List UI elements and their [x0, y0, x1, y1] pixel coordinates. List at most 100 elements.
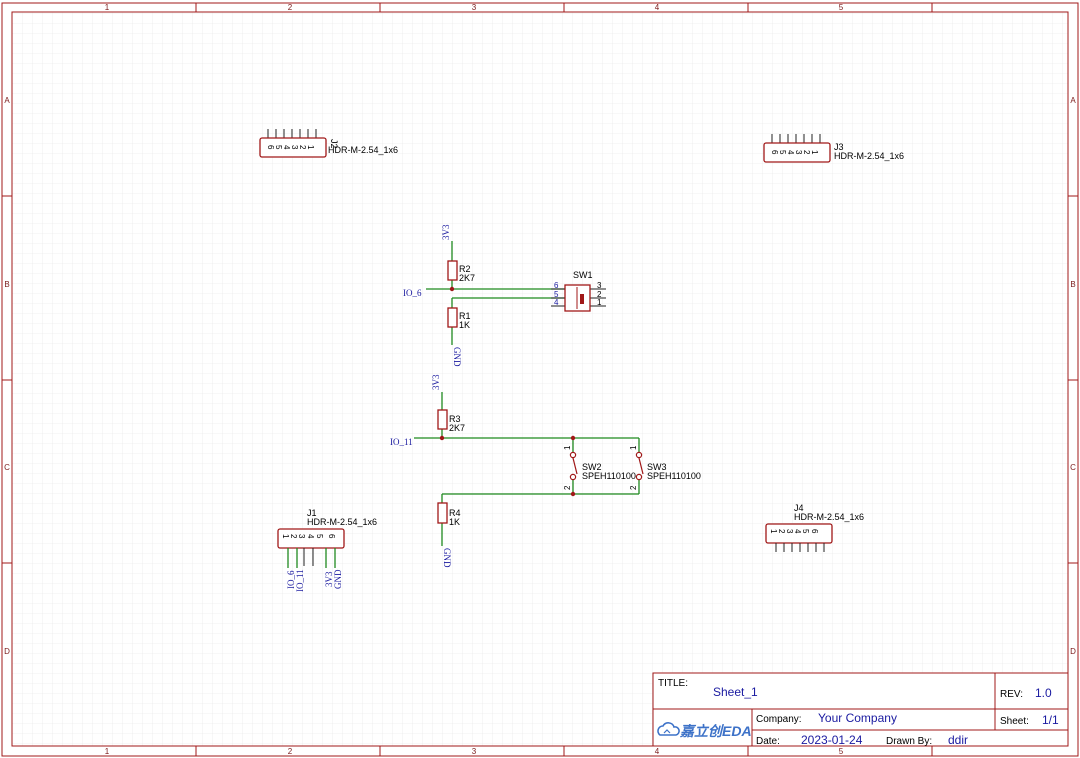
j3-pin-2: 2 — [802, 150, 811, 155]
j2-pin-4: 4 — [282, 145, 291, 150]
date-value: 2023-01-24 — [801, 733, 863, 747]
grid-background — [12, 12, 1068, 746]
j2-ref: J2 — [329, 139, 339, 149]
rev-label: REV: — [1000, 689, 1023, 700]
net-label-r3-3v3: 3V3 — [431, 374, 441, 390]
col-label-4: 4 — [655, 3, 660, 12]
r1-ref: R1 — [459, 311, 471, 321]
r2-ref: R2 — [459, 264, 471, 274]
net-label-r2-3v3: 3V3 — [441, 224, 451, 240]
switch-sw2[interactable]: 1 2 SW2 SPEH110100 — [563, 445, 636, 490]
j4-ref: J4 — [794, 503, 804, 513]
sw2-value: SPEH110100 — [582, 471, 636, 481]
row-label-a-right: A — [1070, 96, 1076, 105]
j2-pin-1: 1 — [306, 145, 315, 150]
company-label: Company: — [756, 714, 802, 725]
row-label-b-right: B — [1070, 280, 1075, 289]
sw2-pin-1: 1 — [563, 445, 572, 450]
switch-sw1[interactable]: SW1 6 5 4 3 2 1 — [551, 270, 606, 312]
resistor-r2[interactable]: R2 2K7 — [447, 260, 475, 283]
sw3-value: SPEH110100 — [647, 471, 701, 481]
sw1-pin-5: 5 — [554, 290, 559, 299]
junction-sw2-top — [570, 435, 576, 441]
net-label-io6: IO_6 — [403, 288, 422, 298]
net-label-r4-gnd: GND — [442, 548, 452, 568]
r3-value: 2K7 — [449, 423, 465, 433]
junction-sw2-bottom — [570, 491, 576, 497]
wires-sw1 — [426, 241, 565, 345]
col-label-2-bottom: 2 — [288, 747, 293, 756]
j1-value: HDR-M-2.54_1x6 — [307, 517, 377, 527]
col-label-5-bottom: 5 — [839, 747, 844, 756]
row-label-c-right: C — [1070, 463, 1076, 472]
col-label-2: 2 — [288, 3, 293, 12]
sw1-pin-3: 3 — [597, 281, 602, 290]
sheet-value: 1/1 — [1042, 713, 1059, 727]
r1-value: 1K — [459, 320, 470, 330]
j4-pin-3: 3 — [785, 529, 794, 534]
drawn-by-label: Drawn By: — [886, 736, 932, 747]
r4-value: 1K — [449, 517, 460, 527]
row-label-a: A — [4, 96, 10, 105]
header-j1[interactable]: J1 HDR-M-2.54_1x6 1 2 3 4 5 6 IO_6 IO_11… — [277, 508, 377, 592]
sw2-ref: SW2 — [582, 462, 602, 472]
col-label-5: 5 — [839, 3, 844, 12]
j1-pin-5: 5 — [315, 534, 324, 539]
j4-pin-1: 1 — [769, 529, 778, 534]
col-label-3: 3 — [472, 3, 477, 12]
j1-pin-4: 4 — [306, 534, 315, 539]
svg-text:GND: GND — [442, 548, 452, 568]
date-label: Date: — [756, 736, 780, 747]
sw3-pin-1: 1 — [629, 445, 638, 450]
resistor-r3[interactable]: R3 2K7 — [437, 409, 465, 433]
title-label: TITLE: — [658, 678, 688, 689]
sw1-pin-6: 6 — [554, 281, 559, 290]
r3-ref: R3 — [449, 414, 461, 424]
net-label-io11: IO_11 — [390, 437, 413, 447]
title-block: TITLE: Sheet_1 REV: 1.0 Company: Your Co… — [652, 672, 1069, 747]
j2-value: HDR-M-2.54_1x6 — [328, 145, 398, 155]
sw2-pin-2: 2 — [563, 485, 572, 490]
switch-sw3[interactable]: 1 2 SW3 SPEH110100 — [629, 445, 701, 490]
svg-text:3V3: 3V3 — [431, 374, 441, 390]
svg-text:3V3: 3V3 — [441, 224, 451, 240]
cloud-icon — [657, 722, 680, 736]
j3-pin-3: 3 — [794, 150, 803, 155]
j3-pin-5: 5 — [778, 150, 787, 155]
j1-pin-2: 2 — [289, 534, 298, 539]
header-j4[interactable]: J4 HDR-M-2.54_1x6 1 2 3 4 5 6 — [765, 503, 864, 552]
j1-net-gnd: GND — [333, 569, 343, 589]
j3-ref: J3 — [834, 142, 844, 152]
col-label-1-bottom: 1 — [105, 747, 110, 756]
row-label-d-right: D — [1070, 647, 1076, 656]
j1-net-3v3: 3V3 — [324, 571, 334, 587]
j2-pin-6: 6 — [266, 145, 275, 150]
header-j2[interactable]: 6 5 4 3 2 1 J2 HDR-M-2.54_1x6 — [259, 129, 398, 158]
j4-pin-5: 5 — [801, 529, 810, 534]
row-label-b: B — [4, 280, 9, 289]
sw1-pin-2: 2 — [597, 290, 602, 299]
sw1-ref: SW1 — [573, 270, 593, 280]
rev-value: 1.0 — [1035, 686, 1052, 700]
header-j3[interactable]: 6 5 4 3 2 1 J3 HDR-M-2.54_1x6 — [763, 134, 904, 163]
j2-pin-2: 2 — [298, 145, 307, 150]
j1-pin-1: 1 — [281, 534, 290, 539]
eda-logo-text: 嘉立创EDA — [679, 723, 752, 739]
j1-ref: J1 — [307, 508, 317, 518]
sw3-pin-2: 2 — [629, 485, 638, 490]
drawn-by-value: ddir — [948, 733, 968, 747]
svg-text:GND: GND — [452, 347, 462, 367]
j4-pin-2: 2 — [777, 529, 786, 534]
col-label-4-bottom: 4 — [655, 747, 660, 756]
j3-pin-4: 4 — [786, 150, 795, 155]
resistor-r4[interactable]: R4 1K — [437, 502, 461, 527]
j1-net-io6: IO_6 — [286, 570, 296, 589]
sw1-pin-1: 1 — [597, 298, 602, 307]
title-value: Sheet_1 — [713, 685, 758, 699]
junction-io6 — [449, 286, 455, 292]
j4-pin-4: 4 — [793, 529, 802, 534]
resistor-r1[interactable]: R1 1K — [447, 307, 471, 330]
r4-ref: R4 — [449, 508, 461, 518]
net-label-r1-gnd: GND — [452, 347, 462, 367]
